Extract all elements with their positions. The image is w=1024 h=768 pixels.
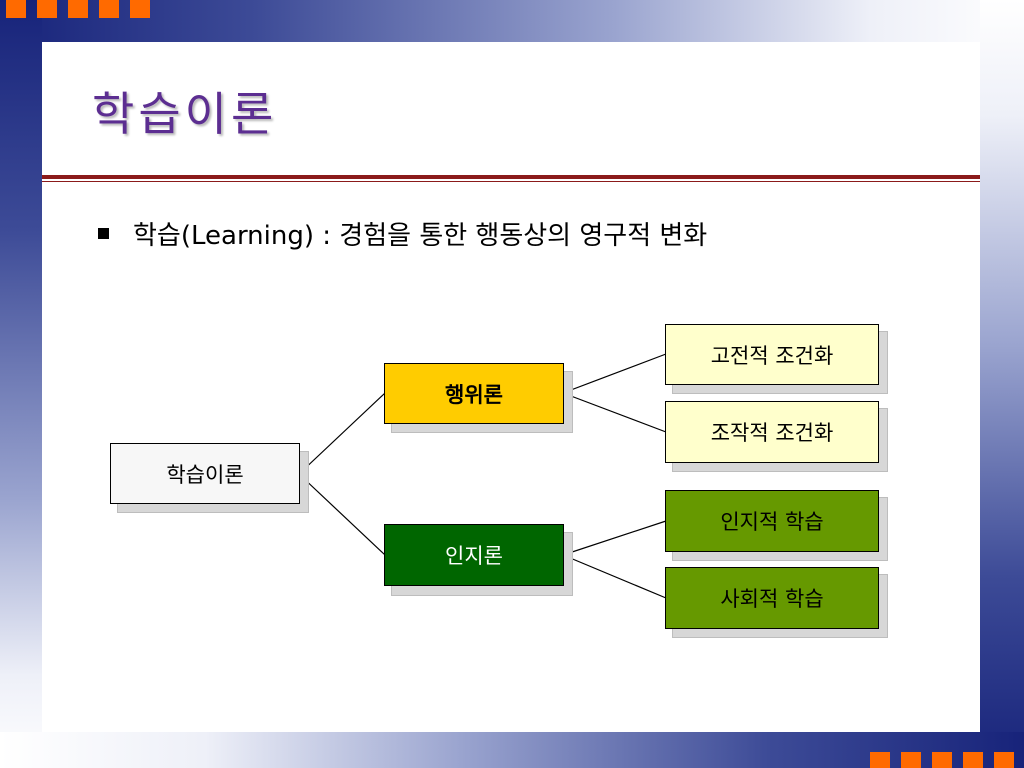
cognitive-node: 인지론 [384, 524, 564, 586]
bullet-square-icon [98, 228, 109, 239]
connector-behavior-operant [562, 392, 667, 433]
accent-squares-top [6, 0, 150, 18]
cognitive-learning-node: 인지적 학습 [665, 490, 879, 552]
connector-cognitive-learning [562, 520, 667, 556]
connector-root-behavior [298, 392, 386, 475]
social-learning-node: 사회적 학습 [665, 567, 879, 629]
root-node: 학습이론 [110, 443, 300, 504]
bullet-text: 학습(Learning) : 경험을 통한 행동상의 영구적 변화 [133, 221, 708, 251]
operant-conditioning-node: 조작적 조건화 [665, 401, 879, 463]
frame-top-bar [0, 0, 1024, 42]
title-divider-thin [42, 181, 980, 182]
connector-cognitive-social [562, 554, 667, 599]
title-divider [42, 175, 980, 179]
behavior-node: 행위론 [384, 363, 564, 424]
connector-behavior-classical [562, 353, 667, 394]
frame-bottom-bar [0, 732, 1024, 768]
bullet-item: 학습(Learning) : 경험을 통한 행동상의 영구적 변화 [98, 215, 707, 252]
accent-squares-bottom [870, 752, 1014, 768]
connector-root-cognitive [298, 473, 386, 556]
classical-conditioning-node: 고전적 조건화 [665, 324, 879, 385]
frame-right-bar [980, 0, 1024, 768]
frame-left-bar [0, 0, 42, 768]
slide-title: 학습이론 [92, 87, 278, 141]
